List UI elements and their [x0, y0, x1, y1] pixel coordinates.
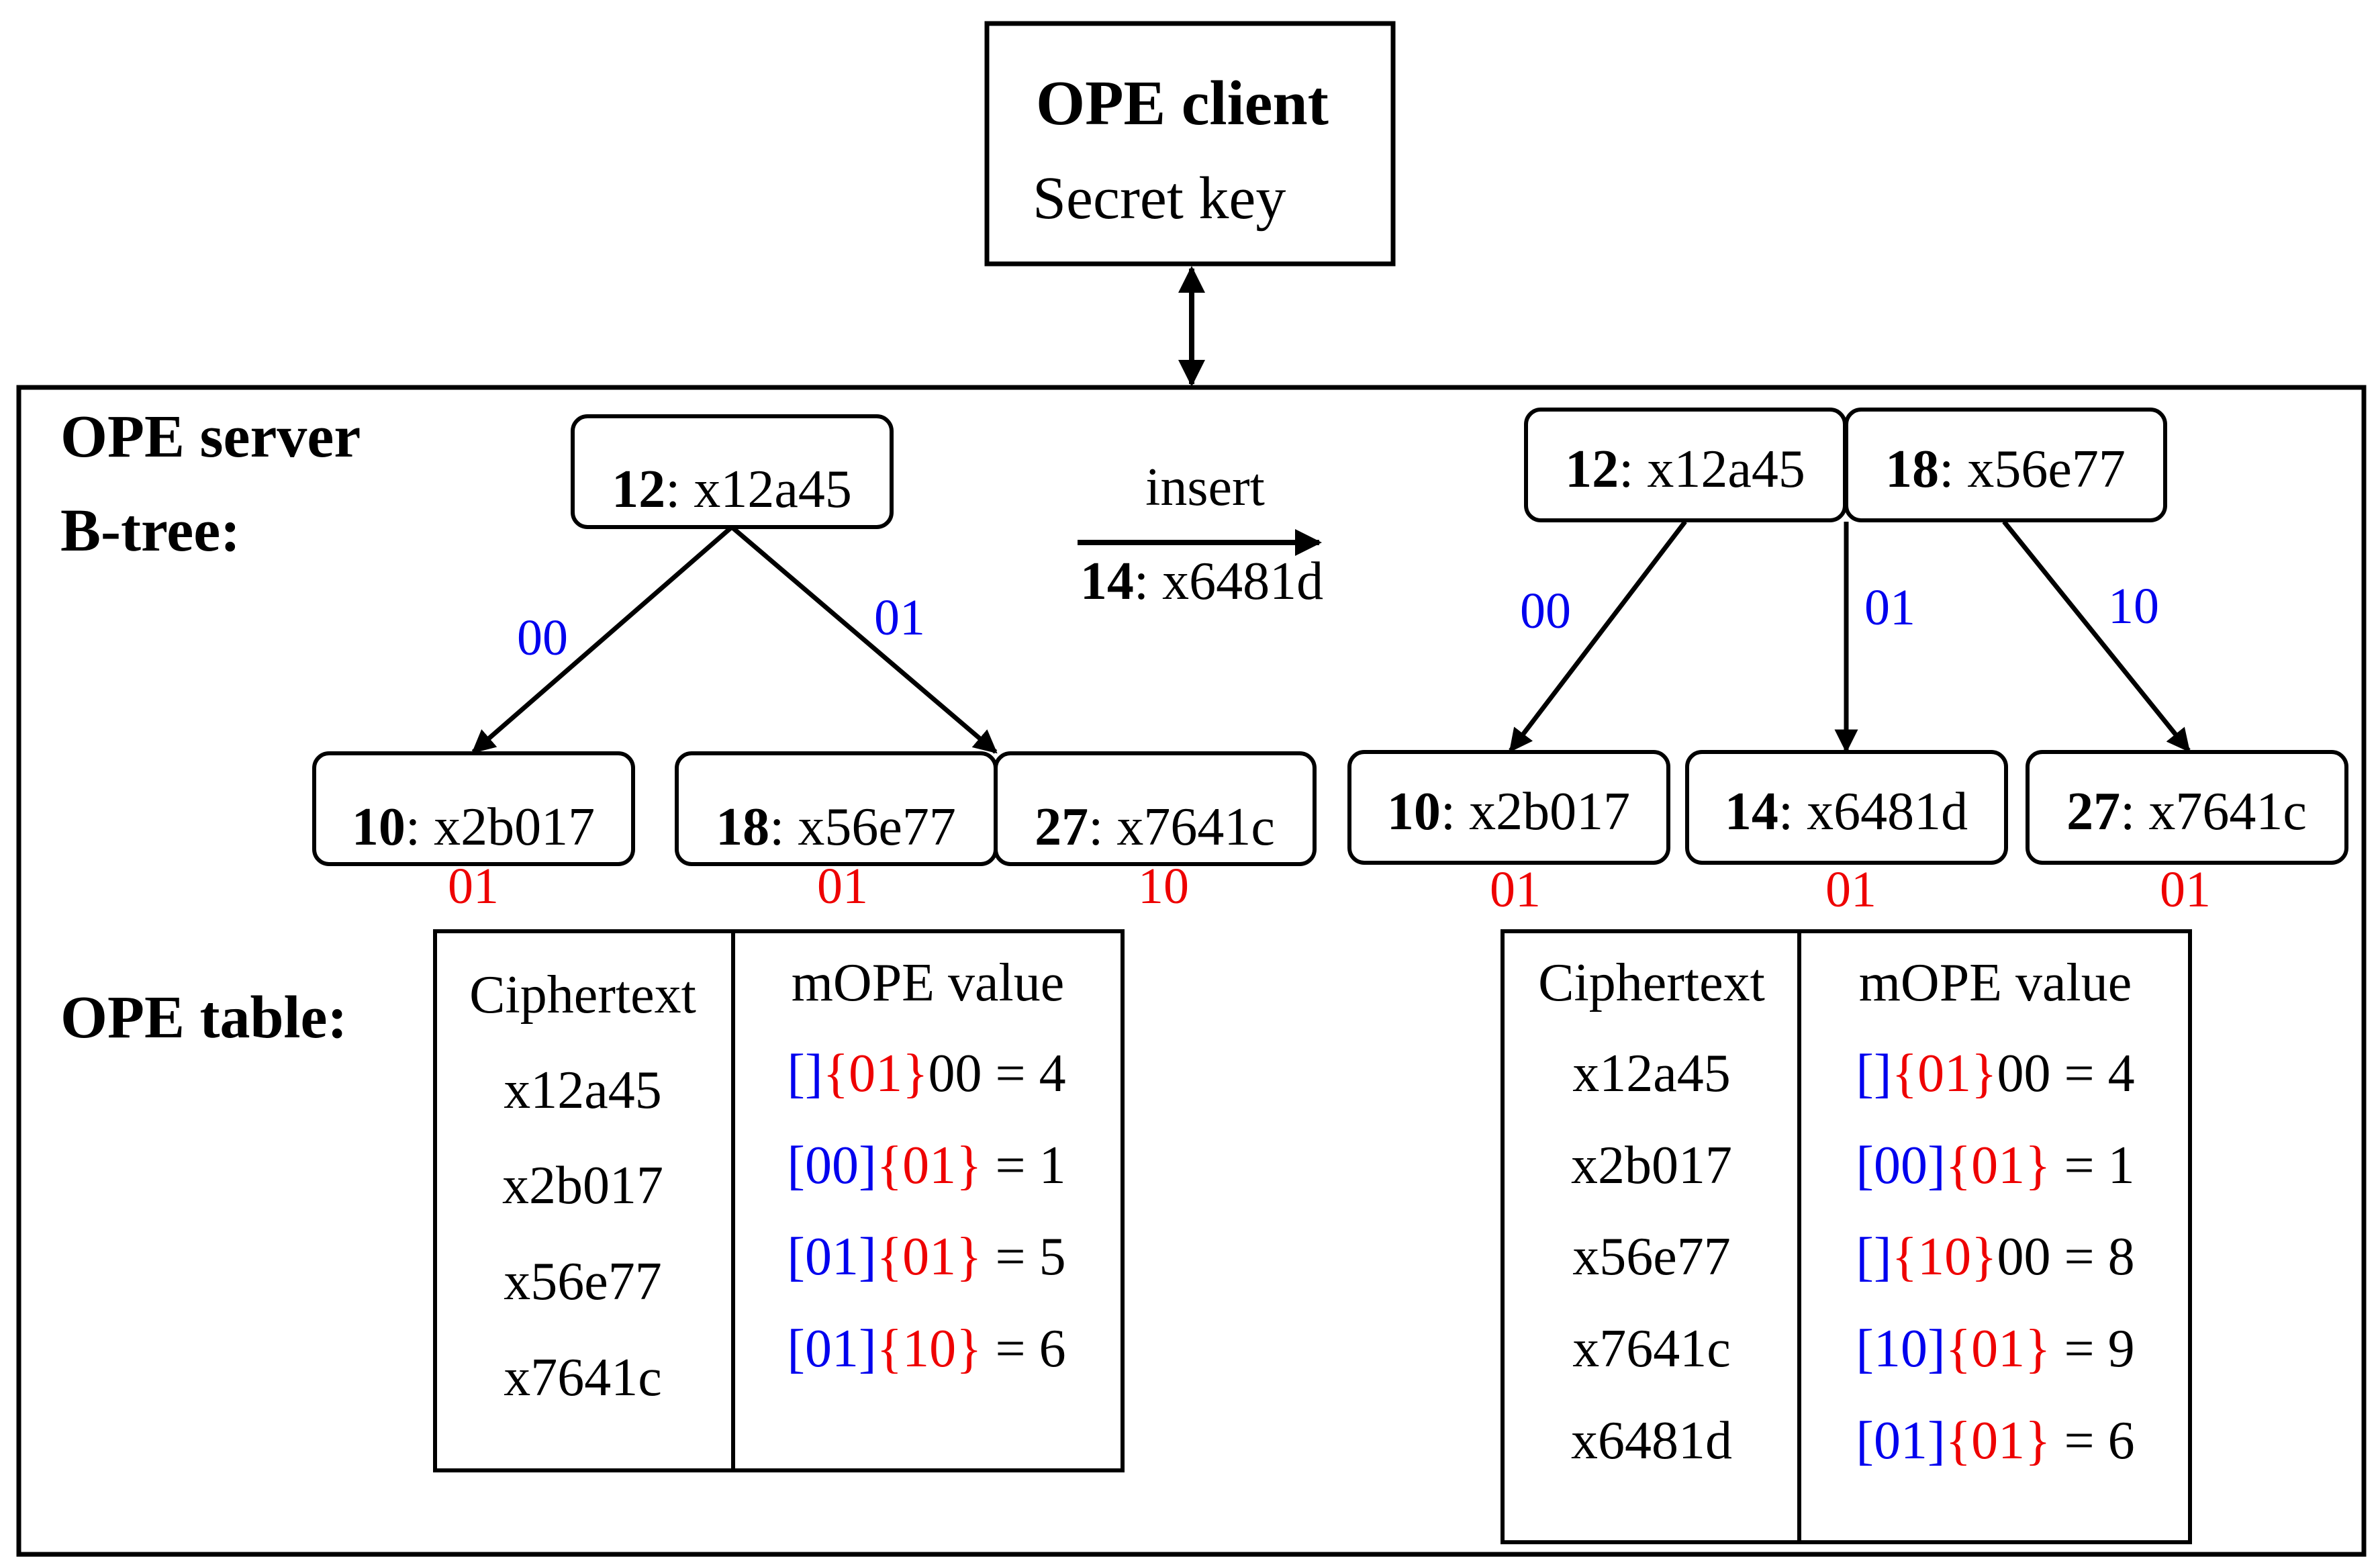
svg-text:27: x7641c: 27: x7641c [2066, 782, 2307, 841]
mope-cell: [00]{01} = 1 [1856, 1136, 2134, 1195]
mope-cell: [01]{01} = 6 [1856, 1411, 2134, 1470]
btree-label: B-tree: [60, 498, 240, 564]
insert-operation: insert 14: x6481d [1078, 458, 1323, 611]
tree-node: 12: x12a45 [1524, 408, 1847, 522]
svg-text:18: x56e77: 18: x56e77 [716, 798, 956, 857]
tree-node: 10: x2b017 01 [312, 751, 635, 914]
node-key: 18 [1885, 440, 1939, 499]
btree-after: 12: x12a45 18: x56e77 00 01 10 10: x2b01… [1347, 408, 2348, 918]
header-ciphertext: Ciphertext [1538, 953, 1765, 1012]
tree-node: 12: x12a45 [571, 414, 894, 529]
cipher-cell: x2b017 [1571, 1136, 1732, 1195]
svg-text:10: x2b017: 10: x2b017 [1387, 782, 1630, 841]
mope-cell: [00]{01} = 1 [787, 1136, 1065, 1195]
mope-cell: []{01}00 = 4 [787, 1044, 1065, 1103]
tree-node: 14: x6481d 01 [1685, 750, 2008, 918]
node-value: : x7641c [2120, 782, 2307, 841]
node-key: 12 [1565, 440, 1619, 499]
mope-cell: [01]{10} = 6 [787, 1319, 1065, 1378]
tree-node: 10: x2b017 01 [1347, 750, 1670, 918]
svg-text:14: x6481d: 14: x6481d [1080, 552, 1323, 611]
edge-label: 01 [874, 589, 925, 646]
cipher-cell: x56e77 [1572, 1227, 1731, 1286]
svg-text:14: x6481d: 14: x6481d [1725, 782, 1968, 841]
node-value: : x12a45 [1619, 440, 1805, 499]
client-title: OPE client [1036, 68, 1329, 138]
node-value: : x2b017 [406, 798, 595, 857]
node-code: 01 [1825, 861, 1876, 918]
tree-edge [471, 525, 734, 754]
ope-client-box: OPE client Secret key [984, 21, 1396, 267]
table-label: OPE table: [60, 984, 347, 1051]
mope-cell: [01]{01} = 5 [787, 1227, 1065, 1286]
node-value: : x7641c [1088, 798, 1275, 857]
tree-node: 27: x7641c 01 [2026, 750, 2348, 918]
node-value: : x12a45 [665, 460, 852, 519]
svg-text:10: x2b017: 10: x2b017 [352, 798, 595, 857]
node-key: 27 [2066, 782, 2120, 841]
mope-cell: []{10}00 = 8 [1856, 1227, 2134, 1286]
node-code: 01 [448, 858, 499, 914]
ope-server-box [16, 385, 2367, 1557]
edge-label: 10 [2108, 578, 2159, 634]
cipher-cell: x56e77 [504, 1252, 662, 1311]
tree-edge [730, 525, 998, 754]
cipher-cell: x7641c [1572, 1319, 1731, 1378]
cipher-cell: x6481d [1571, 1411, 1732, 1470]
btree-before: 12: x12a45 00 01 10: x2b017 01 18: x56e7… [312, 414, 1317, 914]
node-key: 18 [716, 798, 769, 857]
node-key: 10 [352, 798, 406, 857]
client-subtitle: Secret key [1033, 165, 1286, 232]
insert-label: insert [1145, 458, 1265, 517]
svg-text:12: x12a45: 12: x12a45 [612, 460, 852, 519]
tree-edge [1509, 520, 1687, 753]
edge-label: 00 [517, 610, 568, 666]
header-ciphertext: Ciphertext [469, 965, 696, 1025]
node-value: : x56e77 [1939, 440, 2126, 499]
node-key: 14 [1725, 782, 1778, 841]
ope-table-after: Ciphertext mOPE value x12a45 x2b017 x56e… [1501, 929, 2192, 1544]
mope-cell: [10]{01} = 9 [1856, 1319, 2134, 1378]
cipher-cell: x12a45 [504, 1061, 662, 1120]
header-mope: mOPE value [1859, 953, 2132, 1012]
svg-text:27: x7641c: 27: x7641c [1035, 798, 1275, 857]
node-value: : x56e77 [769, 798, 956, 857]
node-key: 10 [1387, 782, 1441, 841]
header-mope: mOPE value [792, 953, 1065, 1012]
node-code: 01 [817, 858, 868, 914]
mope-cell: []{01}00 = 4 [1856, 1044, 2134, 1103]
insert-value: : x6481d [1134, 552, 1323, 611]
node-value: : x2b017 [1441, 782, 1630, 841]
node-key: 27 [1035, 798, 1088, 857]
node-code: 01 [2160, 861, 2211, 918]
node-key: 12 [612, 460, 665, 519]
tree-edge [2002, 520, 2191, 753]
tree-node: 18: x56e77 01 [675, 751, 998, 914]
cipher-cell: x7641c [504, 1348, 662, 1407]
tree-node: 18: x56e77 [1844, 408, 2167, 522]
ope-table-before: Ciphertext mOPE value x12a45 x2b017 x56e… [433, 929, 1125, 1472]
svg-text:12: x12a45: 12: x12a45 [1565, 440, 1805, 499]
server-title: OPE server [60, 404, 361, 470]
edge-label: 00 [1520, 583, 1571, 639]
node-value: : x6481d [1778, 782, 1968, 841]
insert-key: 14 [1080, 552, 1134, 611]
node-code: 10 [1138, 858, 1189, 914]
cipher-cell: x2b017 [502, 1156, 663, 1215]
tree-node: 27: x7641c 10 [994, 751, 1317, 914]
cipher-cell: x12a45 [1572, 1044, 1731, 1103]
node-code: 01 [1490, 861, 1541, 918]
edge-label: 01 [1864, 579, 1915, 636]
svg-text:18: x56e77: 18: x56e77 [1885, 440, 2126, 499]
